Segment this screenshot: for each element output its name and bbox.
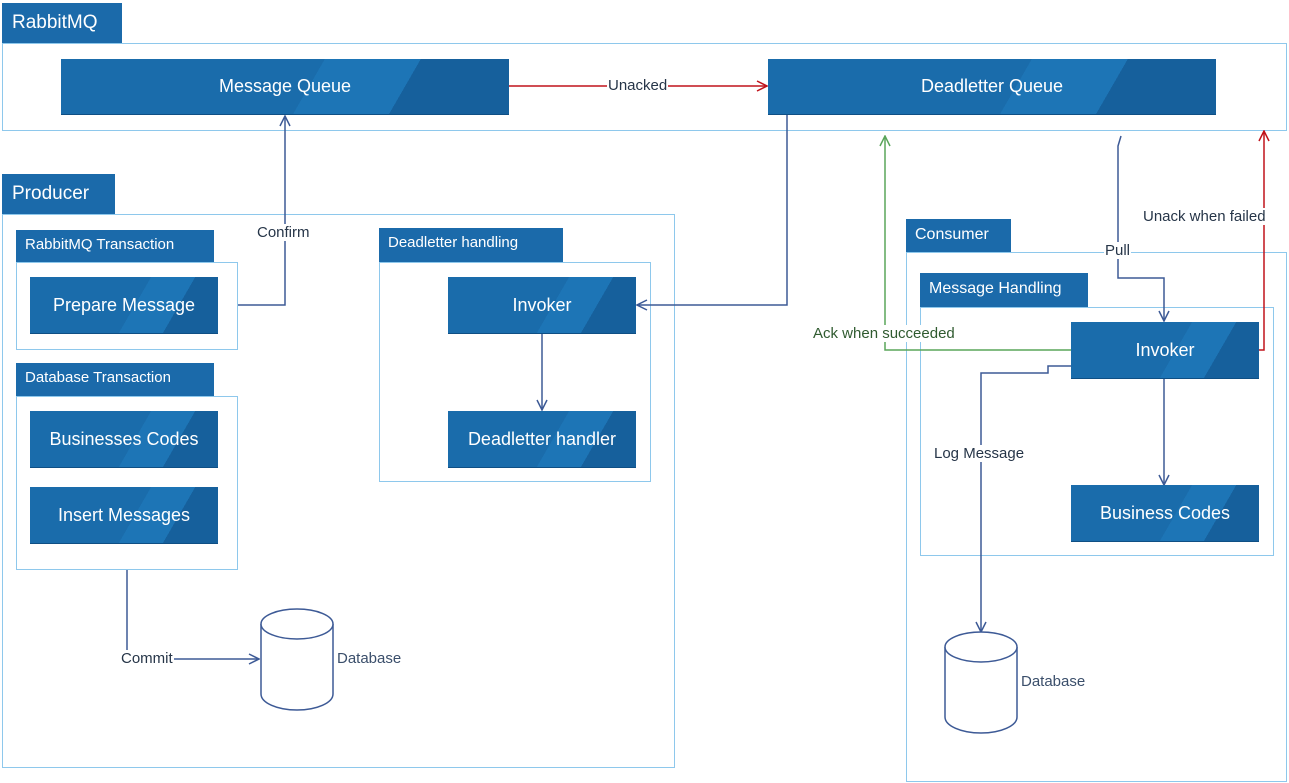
confirm-label: Confirm [256, 224, 311, 241]
ack-when-succeeded-label: Ack when succeeded [812, 325, 956, 342]
message-queue-box: Message Queue [61, 59, 509, 114]
pull-arrow [1117, 135, 1164, 321]
business-codes-box: Business Codes [1071, 485, 1259, 541]
insert-messages-box: Insert Messages [30, 487, 218, 543]
consumer-header: Consumer [906, 219, 1011, 252]
deadletter-handler-box: Deadletter handler [448, 411, 636, 467]
log-message-label: Log Message [933, 445, 1026, 462]
producer-invoker-box: Invoker [448, 277, 636, 333]
producer-database-label: Database [337, 650, 402, 667]
unack-arrow [1258, 131, 1264, 351]
consumer-invoker-box: Invoker [1071, 322, 1259, 378]
prepare-message-box: Prepare Message [30, 277, 218, 333]
consumer-database-label: Database [1021, 673, 1086, 690]
database-transaction-header: Database Transaction [16, 363, 214, 396]
rabbitmq-header: RabbitMQ [2, 3, 122, 43]
message-handling-header: Message Handling [920, 273, 1088, 307]
consumer-database-icon [944, 631, 1018, 734]
log-message-arrow [981, 365, 1071, 632]
producer-database-icon [260, 608, 334, 711]
producer-header: Producer [2, 174, 115, 214]
unacked-label: Unacked [607, 77, 669, 94]
pull-label: Pull [1104, 242, 1132, 259]
deadletter-handling-header: Deadletter handling [379, 228, 563, 262]
commit-arrow [126, 570, 259, 659]
commit-label: Commit [120, 650, 174, 667]
ack-arrow [885, 136, 1071, 351]
businesses-codes-box: Businesses Codes [30, 411, 218, 467]
deadletter-queue-box: Deadletter Queue [768, 59, 1216, 114]
confirm-arrow [238, 116, 285, 306]
unack-when-failed-label: Unack when failed [1142, 208, 1267, 225]
rabbitmq-transaction-header: RabbitMQ Transaction [16, 230, 214, 262]
deadletter-to-invoker-arrow [637, 115, 788, 305]
